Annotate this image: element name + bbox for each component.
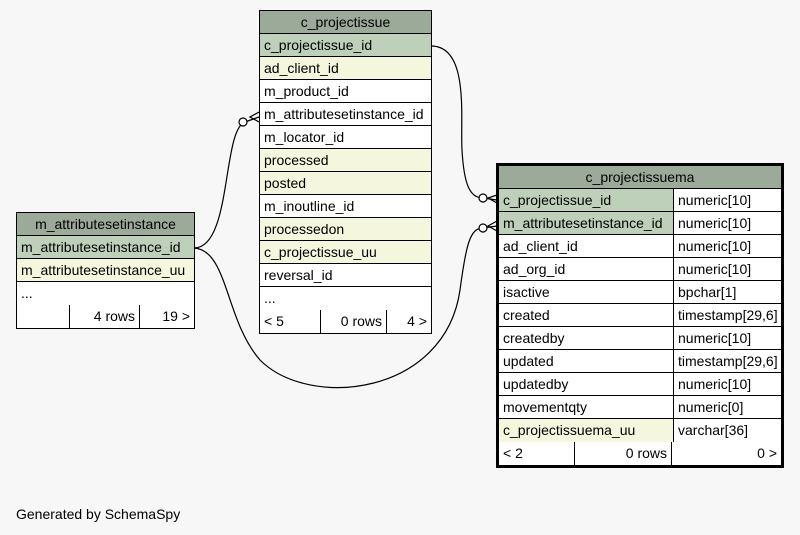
- edge-asi-to-projectissuema: [193, 225, 498, 389]
- column-type: numeric[10]: [673, 189, 781, 211]
- table-title[interactable]: c_projectissuema: [499, 166, 781, 189]
- column-type: numeric[10]: [673, 212, 781, 234]
- column-name[interactable]: createdby: [499, 327, 673, 349]
- parents-count[interactable]: < 5: [264, 313, 284, 329]
- crowsfoot-projectissuema-1: [486, 194, 498, 204]
- column-name[interactable]: updated: [499, 350, 673, 372]
- generated-by-label: Generated by SchemaSpy: [16, 506, 181, 522]
- row-count: 4 rows: [69, 305, 139, 328]
- column-name[interactable]: isactive: [499, 281, 673, 303]
- column-row[interactable]: processedon: [260, 218, 431, 241]
- crowsfoot-projectissuema-2: [486, 220, 498, 232]
- column-row[interactable]: m_product_id: [260, 80, 431, 103]
- column-name[interactable]: m_inoutline_id: [260, 195, 431, 217]
- column-type: bpchar[1]: [673, 281, 781, 303]
- column-row[interactable]: m_inoutline_id: [260, 195, 431, 218]
- column-row[interactable]: m_attributesetinstance_id: [17, 236, 194, 259]
- column-type: numeric[10]: [673, 327, 781, 349]
- column-name[interactable]: c_projectissue_uu: [260, 241, 431, 263]
- column-name[interactable]: c_projectissuema_uu: [499, 419, 673, 442]
- column-row[interactable]: posted: [260, 172, 431, 195]
- column-name[interactable]: m_attributesetinstance_uu: [17, 259, 194, 281]
- children-count[interactable]: 4 >: [386, 310, 431, 333]
- column-row[interactable]: c_projectissue_id: [260, 34, 431, 57]
- column-type: varchar[36]: [673, 419, 781, 442]
- column-name[interactable]: m_attributesetinstance_id: [17, 236, 194, 258]
- edge-projectissue-to-projectissuema: [430, 45, 498, 201]
- column-name[interactable]: processed: [260, 149, 431, 171]
- column-type: numeric[10]: [673, 258, 781, 280]
- table-title[interactable]: m_attributesetinstance: [17, 213, 194, 236]
- column-name[interactable]: updatedby: [499, 373, 673, 395]
- table-footer: < 2 0 rows 0 >: [499, 442, 781, 465]
- column-row[interactable]: ...: [260, 287, 431, 310]
- column-name[interactable]: c_projectissue_id: [499, 189, 673, 211]
- row-count: 0 rows: [574, 442, 671, 465]
- table-footer: < 5 0 rows 4 >: [260, 310, 431, 333]
- children-count[interactable]: 19 >: [139, 305, 194, 328]
- column-name[interactable]: ad_org_id: [499, 258, 673, 280]
- column-row[interactable]: m_attributesetinstance_uu: [17, 259, 194, 282]
- column-row[interactable]: processed: [260, 149, 431, 172]
- table-footer: 4 rows 19 >: [17, 305, 194, 328]
- parents-count[interactable]: < 2: [503, 445, 523, 461]
- column-type: numeric[10]: [673, 373, 781, 395]
- column-name[interactable]: ad_client_id: [260, 57, 431, 79]
- column-name[interactable]: posted: [260, 172, 431, 194]
- column-row[interactable]: m_locator_id: [260, 126, 431, 149]
- optional-marker-2: [478, 223, 488, 233]
- column-name[interactable]: ...: [17, 282, 194, 305]
- column-name[interactable]: m_attributesetinstance_id: [499, 212, 673, 234]
- column-type: numeric[0]: [673, 396, 781, 418]
- parents-count: [17, 305, 69, 328]
- column-type: numeric[10]: [673, 235, 781, 257]
- crowsfoot-projectissue: [248, 111, 260, 123]
- column-name[interactable]: ...: [260, 287, 431, 310]
- column-row[interactable]: reversal_id: [260, 264, 431, 287]
- table-m-attributesetinstance[interactable]: m_attributesetinstance m_attributesetins…: [16, 212, 195, 329]
- column-row[interactable]: c_projectissue_uu: [260, 241, 431, 264]
- column-name[interactable]: created: [499, 304, 673, 326]
- column-name[interactable]: ad_client_id: [499, 235, 673, 257]
- column-name[interactable]: m_product_id: [260, 80, 431, 102]
- edge-asi-to-projectissue: [193, 116, 260, 249]
- optional-marker-3: [238, 117, 248, 127]
- column-name[interactable]: reversal_id: [260, 264, 431, 286]
- table-title[interactable]: c_projectissue: [260, 11, 431, 34]
- column-row[interactable]: ...: [17, 282, 194, 305]
- column-name[interactable]: movementqty: [499, 396, 673, 418]
- column-row[interactable]: m_attributesetinstance_id: [260, 103, 431, 126]
- row-count: 0 rows: [320, 310, 386, 333]
- column-name[interactable]: processedon: [260, 218, 431, 240]
- column-type: timestamp[29,6]: [673, 304, 781, 326]
- column-name[interactable]: m_attributesetinstance_id: [260, 103, 431, 125]
- column-type: timestamp[29,6]: [673, 350, 781, 372]
- column-name[interactable]: c_projectissue_id: [260, 34, 431, 56]
- column-row[interactable]: ad_client_id: [260, 57, 431, 80]
- column-name[interactable]: m_locator_id: [260, 126, 431, 148]
- optional-marker-1: [478, 193, 488, 203]
- children-count[interactable]: 0 >: [671, 442, 781, 465]
